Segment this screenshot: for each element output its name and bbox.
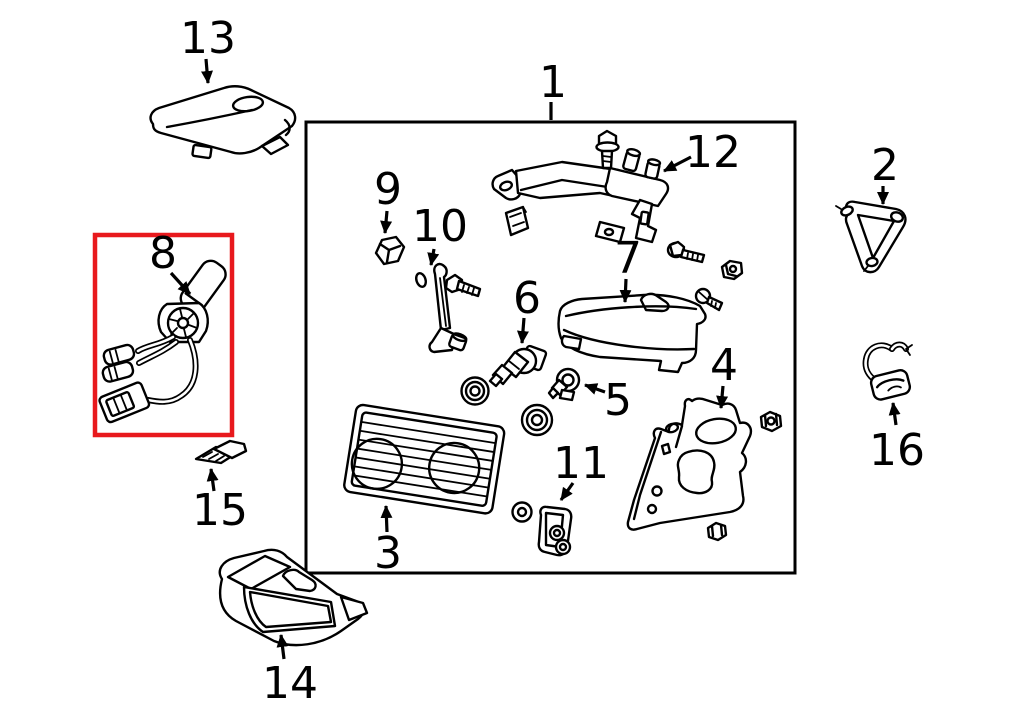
grommet-small [511,501,533,523]
part-16-label: 16 [869,425,925,476]
part-14-arrow [276,634,289,660]
part-6-arrow [516,317,529,344]
part-13-arrow [201,58,213,84]
part-8-wiring-harness [98,259,227,424]
part-7-label: 7 [614,233,642,284]
part-14-label: 14 [262,658,318,709]
part-3-label: 3 [374,528,402,579]
part-10-adjuster [415,262,482,354]
part-12-mounting-bracket [491,129,670,244]
part-16-arrow [888,402,901,426]
bolt-adjuster [444,273,482,298]
nut-panel-right [759,410,783,433]
part-7-arrow [619,278,632,303]
adjuster-bushing [448,332,468,352]
part-1-assembly-box [304,120,797,575]
small-bracket [504,205,530,237]
part-11-label: 11 [553,438,609,489]
assembly-outline [304,120,797,575]
part-4-label: 4 [710,340,738,391]
grommet-lower [520,403,554,437]
part-16-retainer [862,341,913,401]
part-8-label: 8 [149,228,177,279]
screw-small [694,287,724,312]
part-3-lens [343,403,506,515]
part-15-label: 15 [192,485,248,536]
harness-plug-main [98,381,151,424]
part-9-nut [374,235,406,266]
part-9-arrow [380,210,393,234]
part-2-label: 2 [871,140,899,191]
callouts: 1 2 3 4 5 6 7 8 9 10 11 12 13 14 15 16 [149,13,925,709]
part-14-bezel [218,548,369,647]
highlight-box [92,232,235,438]
part-2-triangle-bracket [835,200,907,274]
part-11-bracket [537,505,573,557]
part-10-arrow [427,248,440,266]
bolt-top [595,129,620,170]
part-15-clip [194,439,248,465]
part-13-cover [149,85,297,160]
part-13-label: 13 [180,13,236,64]
part-5-label: 5 [604,375,632,426]
part-3-arrow [380,505,393,533]
part-4-mounting-panel [626,397,753,531]
bolt-mid-right [666,240,706,264]
part-6-bulb [488,344,548,388]
part-1-label: 1 [539,57,567,108]
part-7-cover [557,292,707,374]
nut-mid-right [720,259,744,281]
grommet-upper [460,376,490,406]
nut-panel-bottom [706,521,728,542]
part-8-arrow [169,271,192,296]
part-4-arrow [716,385,729,409]
part-5-bulb [547,367,581,402]
part-12-arrow [663,155,692,173]
harness-plug-lower [101,360,135,383]
harness-plug-upper [102,343,136,366]
part-11-arrow [559,482,575,501]
part-10-label: 10 [412,201,468,252]
part-15-arrow [206,468,219,492]
part-9-label: 9 [374,164,402,215]
part-6-label: 6 [513,273,541,324]
part-12-label: 12 [685,127,741,178]
part-5-arrow [584,383,606,395]
